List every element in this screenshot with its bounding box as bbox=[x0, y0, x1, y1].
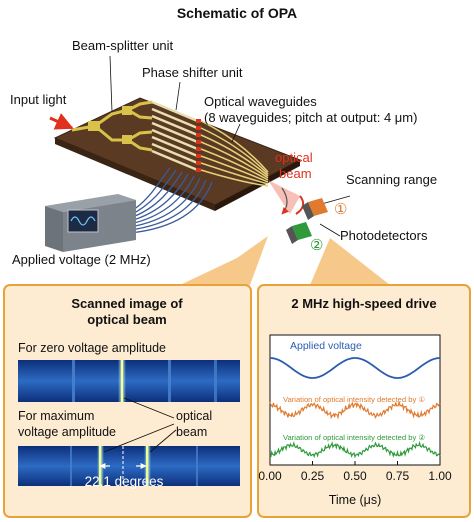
input-light-label: Input light bbox=[10, 92, 67, 107]
plot-lines bbox=[269, 357, 441, 459]
plot-area bbox=[269, 334, 441, 466]
x-tick-label: 1.00 bbox=[428, 469, 452, 483]
beam-splitter-label: Beam-splitter unit bbox=[72, 38, 174, 53]
photodetectors-label: Photodetectors bbox=[340, 228, 428, 243]
legend-pd1: Variation of optical intensity detected … bbox=[283, 395, 425, 404]
legend-pd2: Variation of optical intensity detected … bbox=[283, 433, 425, 442]
optical-beam-label-2: beam bbox=[279, 166, 312, 181]
beam-pointer-lines bbox=[103, 397, 177, 453]
beam-callout-label-2: beam bbox=[176, 425, 207, 439]
right-callout-wedge bbox=[310, 238, 390, 285]
photodetector-1-marker: ① bbox=[334, 201, 347, 218]
photodetector-2-marker: ② bbox=[310, 237, 323, 254]
x-axis-ticks: 0.00 0.25 0.50 0.75 1.00 bbox=[258, 461, 452, 483]
scan-strip-zero bbox=[18, 360, 240, 402]
waveguides-detail-label: (8 waveguides; pitch at output: 4 μm) bbox=[204, 110, 417, 125]
x-tick-label: 0.50 bbox=[343, 469, 367, 483]
sine-wave-icon bbox=[70, 216, 96, 226]
scanned-panel-title-2: optical beam bbox=[87, 312, 166, 327]
splitter-pads bbox=[88, 106, 132, 144]
scan-strip-max bbox=[18, 446, 240, 486]
photodetector-2 bbox=[286, 222, 312, 244]
optical-beam-label-1: optical bbox=[275, 150, 313, 165]
control-cables bbox=[129, 167, 213, 234]
series-line-1 bbox=[270, 357, 440, 379]
phase-shifter-electrodes bbox=[151, 100, 201, 173]
x-tick-label: 0.75 bbox=[386, 469, 410, 483]
scan-angle-label: 22.1 degrees bbox=[85, 474, 164, 489]
x-tick-label: 0.25 bbox=[301, 469, 325, 483]
scanned-image-panel: Scanned image of optical beam For zero v… bbox=[3, 284, 252, 518]
applied-voltage-label: Applied voltage (2 MHz) bbox=[12, 252, 151, 267]
legend-applied-voltage: Applied voltage bbox=[290, 340, 362, 352]
photodetector-1 bbox=[302, 198, 328, 220]
input-light-arrow bbox=[49, 113, 74, 130]
phase-shifter-tips bbox=[196, 119, 201, 172]
phase-shifter-label: Phase shifter unit bbox=[142, 65, 243, 80]
voltage-source-box bbox=[45, 194, 136, 252]
max-voltage-label-1: For maximum bbox=[18, 409, 94, 423]
optical-beam-fan bbox=[268, 180, 305, 215]
optical-waveguides bbox=[200, 120, 269, 187]
beam-callout-label-1: optical bbox=[176, 409, 212, 423]
x-axis-label: Time (μs) bbox=[329, 493, 382, 507]
max-voltage-label-2: voltage amplitude bbox=[18, 425, 116, 439]
left-callout-wedge bbox=[180, 236, 268, 285]
figure-title: Schematic of OPA bbox=[177, 5, 297, 21]
series-line-3 bbox=[269, 440, 441, 459]
drive-panel-title: 2 MHz high-speed drive bbox=[291, 296, 436, 311]
leader-lines bbox=[109, 55, 351, 237]
scanning-range-label: Scanning range bbox=[346, 172, 437, 187]
zero-voltage-label: For zero voltage amplitude bbox=[18, 341, 166, 355]
series-line-2 bbox=[269, 401, 441, 420]
high-speed-drive-panel: 2 MHz high-speed drive Applied voltage V… bbox=[257, 284, 471, 518]
scanned-panel-title-1: Scanned image of bbox=[71, 296, 183, 311]
waveguides-label: Optical waveguides bbox=[204, 94, 317, 109]
x-tick-label: 0.00 bbox=[258, 469, 282, 483]
